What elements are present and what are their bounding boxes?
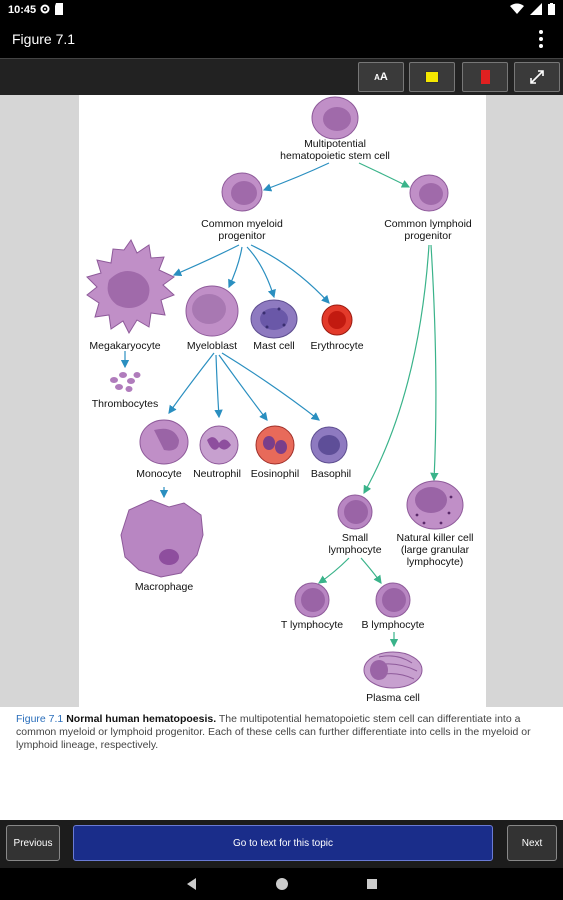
arrows [120, 162, 439, 648]
thrombocytes-cells [110, 372, 141, 392]
go-to-text-button[interactable]: Go to text for this topic [73, 825, 493, 861]
font-size-icon-large: A [379, 71, 388, 83]
label-basophil: Basophil [311, 468, 351, 480]
mast-cell [250, 299, 298, 339]
back-icon[interactable] [184, 876, 200, 892]
red-highlight-icon [480, 70, 490, 84]
caption-title: Normal human hematopoesis. [66, 713, 217, 725]
label-t-lymphocyte: T lymphocyte [281, 619, 343, 631]
erythrocyte-cell [321, 304, 353, 336]
label-lymphoid-2: progenitor [404, 230, 452, 242]
small-lymphocyte-cell [337, 494, 373, 530]
natural-killer-cell [406, 480, 464, 530]
neutrophil-cell [199, 425, 239, 465]
label-nk-3: lymphocyte) [407, 556, 464, 568]
recent-apps-icon[interactable] [364, 876, 380, 892]
font-size-icon-small: A [374, 72, 380, 82]
next-button[interactable]: Next [507, 825, 557, 861]
app-bar: Figure 7.1 [0, 20, 563, 58]
label-plasma-cell: Plasma cell [366, 692, 420, 704]
status-right-icons [510, 3, 555, 15]
caption-figure-number: Figure 7.1 [16, 713, 64, 725]
fullscreen-button[interactable] [514, 62, 560, 92]
gear-icon [40, 4, 50, 14]
b-lymphocyte-cell [375, 582, 411, 618]
previous-button[interactable]: Previous [6, 825, 60, 861]
label-nk-2: (large granular [401, 544, 470, 556]
figure-viewer[interactable]: Multipotential hematopoietic stem cell C… [0, 95, 563, 707]
label-myeloid-2: progenitor [218, 230, 266, 242]
stem-cell [311, 96, 359, 140]
label-erythrocyte: Erythrocyte [310, 340, 363, 352]
wifi-icon [510, 3, 524, 14]
yellow-highlight-icon [425, 71, 439, 83]
figure-image[interactable]: Multipotential hematopoietic stem cell C… [79, 95, 486, 707]
label-thrombocytes: Thrombocytes [92, 398, 159, 410]
label-macrophage: Macrophage [135, 581, 194, 593]
basophil-cell [310, 426, 348, 464]
label-small-lymphocyte-1: Small [342, 532, 368, 544]
system-navigation-bar [0, 868, 563, 900]
label-b-lymphocyte: B lymphocyte [361, 619, 424, 631]
home-icon[interactable] [274, 876, 290, 892]
bottom-navigation: Previous Go to text for this topic Next [0, 820, 563, 868]
status-bar: 10:45 [0, 0, 563, 20]
battery-icon [548, 3, 555, 15]
label-myeloid-1: Common myeloid [201, 218, 283, 230]
label-megakaryocyte: Megakaryocyte [89, 340, 160, 352]
yellow-highlight-button[interactable] [409, 62, 455, 92]
eosinophil-cell [255, 425, 295, 465]
overflow-menu-button[interactable] [533, 28, 549, 50]
sd-card-icon [55, 3, 63, 15]
hematopoiesis-diagram: Multipotential hematopoietic stem cell C… [86, 96, 474, 704]
status-time: 10:45 [8, 4, 37, 16]
macrophage-cell [120, 499, 204, 578]
label-stem-cell-2: hematopoietic stem cell [280, 150, 390, 162]
megakaryocyte-cell [86, 239, 175, 335]
expand-icon [530, 70, 544, 84]
caption-text: The multipotential hematopoietic stem ce… [16, 713, 531, 751]
myeloblast-cell [185, 285, 239, 337]
label-neutrophil: Neutrophil [193, 468, 241, 480]
red-highlight-button[interactable] [462, 62, 508, 92]
label-lymphoid-1: Common lymphoid [384, 218, 472, 230]
label-monocyte: Monocyte [136, 468, 182, 480]
lymphoid-progenitor-cell [409, 174, 449, 212]
label-small-lymphocyte-2: lymphocyte [328, 544, 381, 556]
more-vert-icon [539, 30, 543, 34]
label-mast-cell: Mast cell [253, 340, 294, 352]
label-nk-1: Natural killer cell [396, 532, 473, 544]
monocyte-cell [139, 419, 189, 465]
t-lymphocyte-cell [294, 582, 330, 618]
label-myeloblast: Myeloblast [187, 340, 237, 352]
plasma-cell [363, 651, 423, 689]
status-left-icons [40, 3, 64, 15]
label-eosinophil: Eosinophil [251, 468, 299, 480]
label-stem-cell-1: Multipotential [304, 138, 366, 150]
myeloid-progenitor-cell [221, 172, 263, 212]
signal-icon [530, 3, 542, 15]
page-title: Figure 7.1 [12, 31, 76, 47]
figure-caption: Figure 7.1 Normal human hematopoesis. Th… [0, 707, 563, 820]
